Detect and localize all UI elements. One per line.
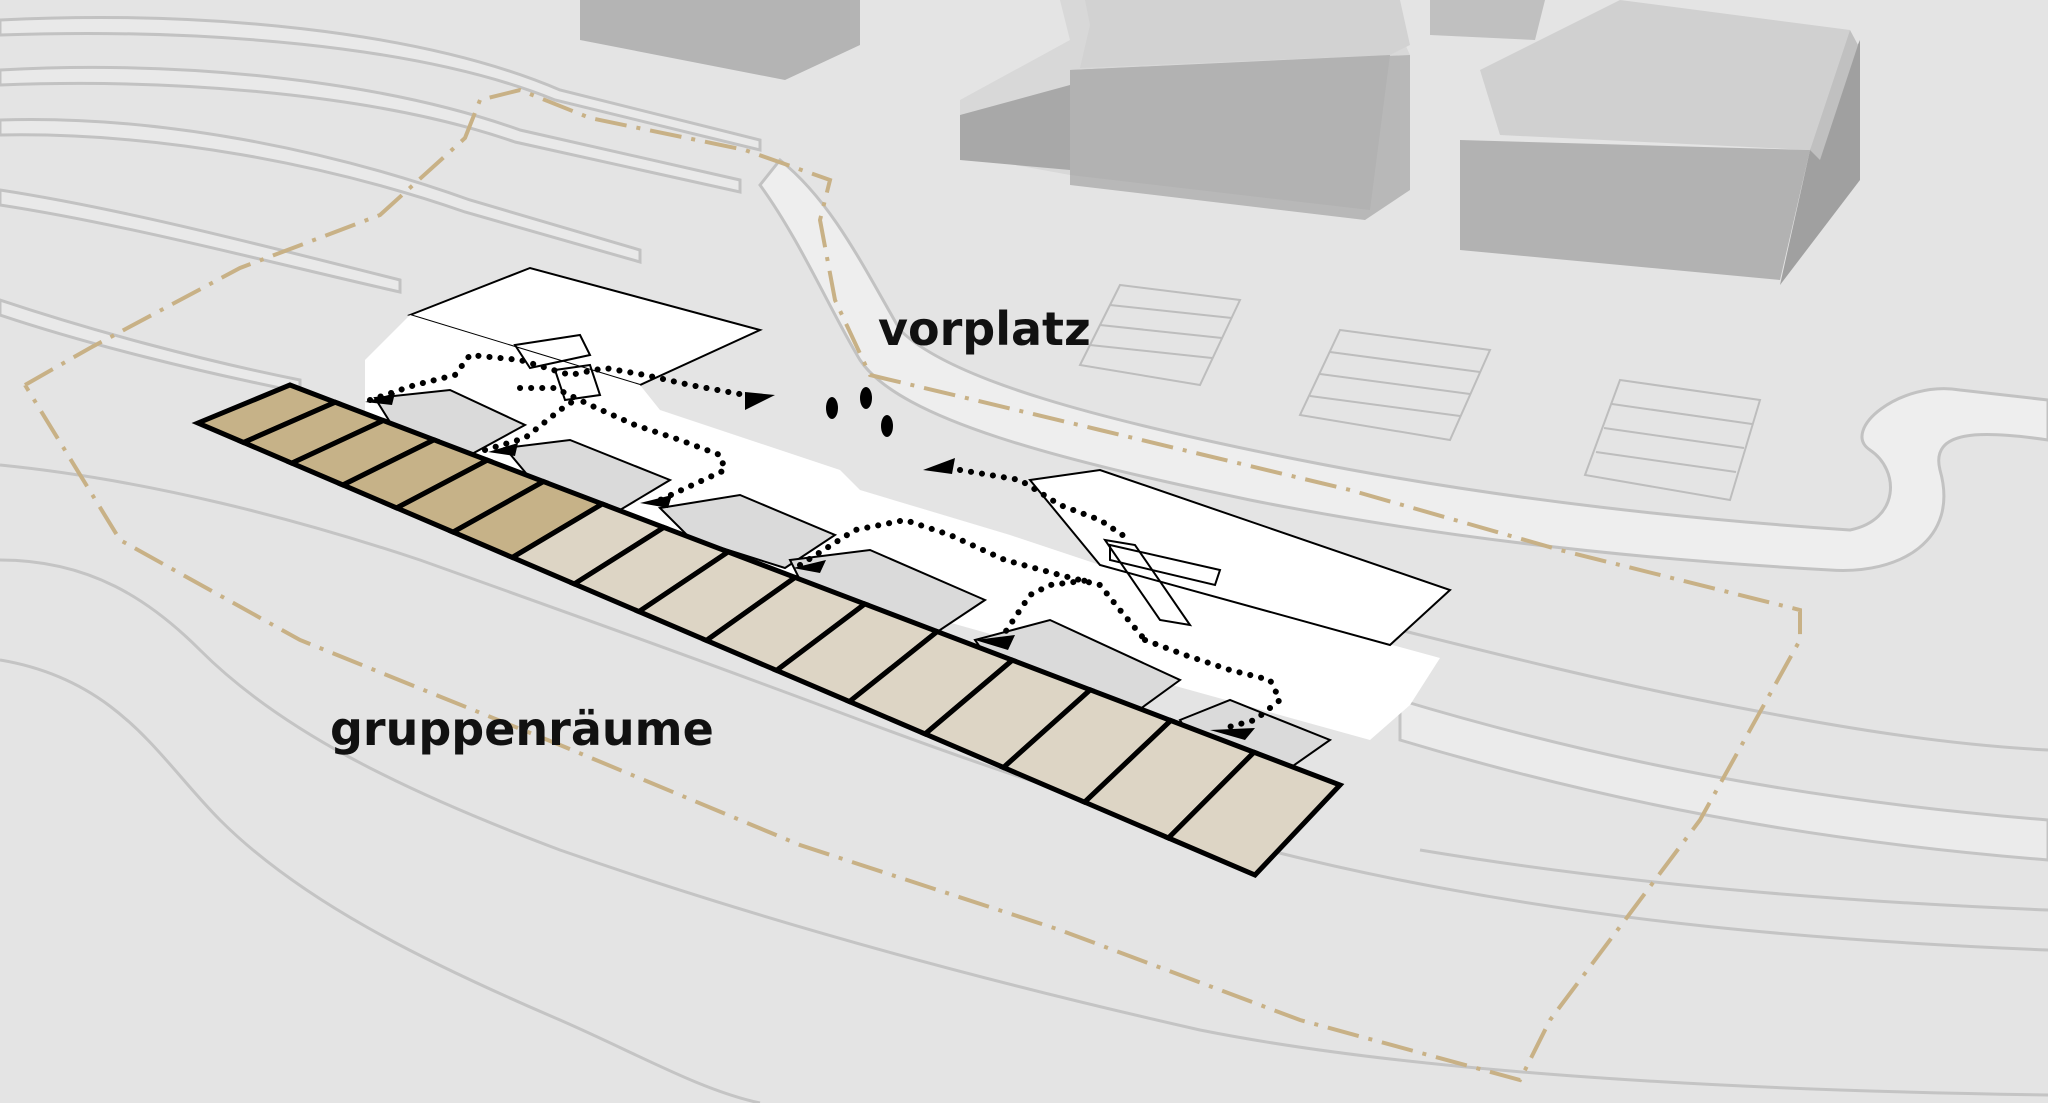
circulation-paths — [367, 351, 1284, 731]
lower-contours — [0, 463, 2048, 1103]
building-2 — [960, 0, 1410, 220]
plaza-footprint — [365, 266, 1452, 740]
parking-lots — [1078, 283, 1762, 502]
group-room — [1164, 749, 1345, 878]
person-figure-icon — [826, 387, 893, 437]
arrow-head-icon — [365, 392, 1255, 740]
building-1 — [580, 0, 860, 80]
building-small — [1430, 0, 1545, 40]
group-rooms — [191, 382, 1345, 878]
plot-boundary — [23, 87, 1802, 1083]
terrace-contours — [0, 16, 762, 394]
label-gruppenraeume: gruppenräume — [330, 702, 714, 756]
label-vorplatz: vorplatz — [878, 302, 1091, 356]
building-3 — [1460, 0, 1860, 285]
service-rooms — [373, 388, 1333, 777]
